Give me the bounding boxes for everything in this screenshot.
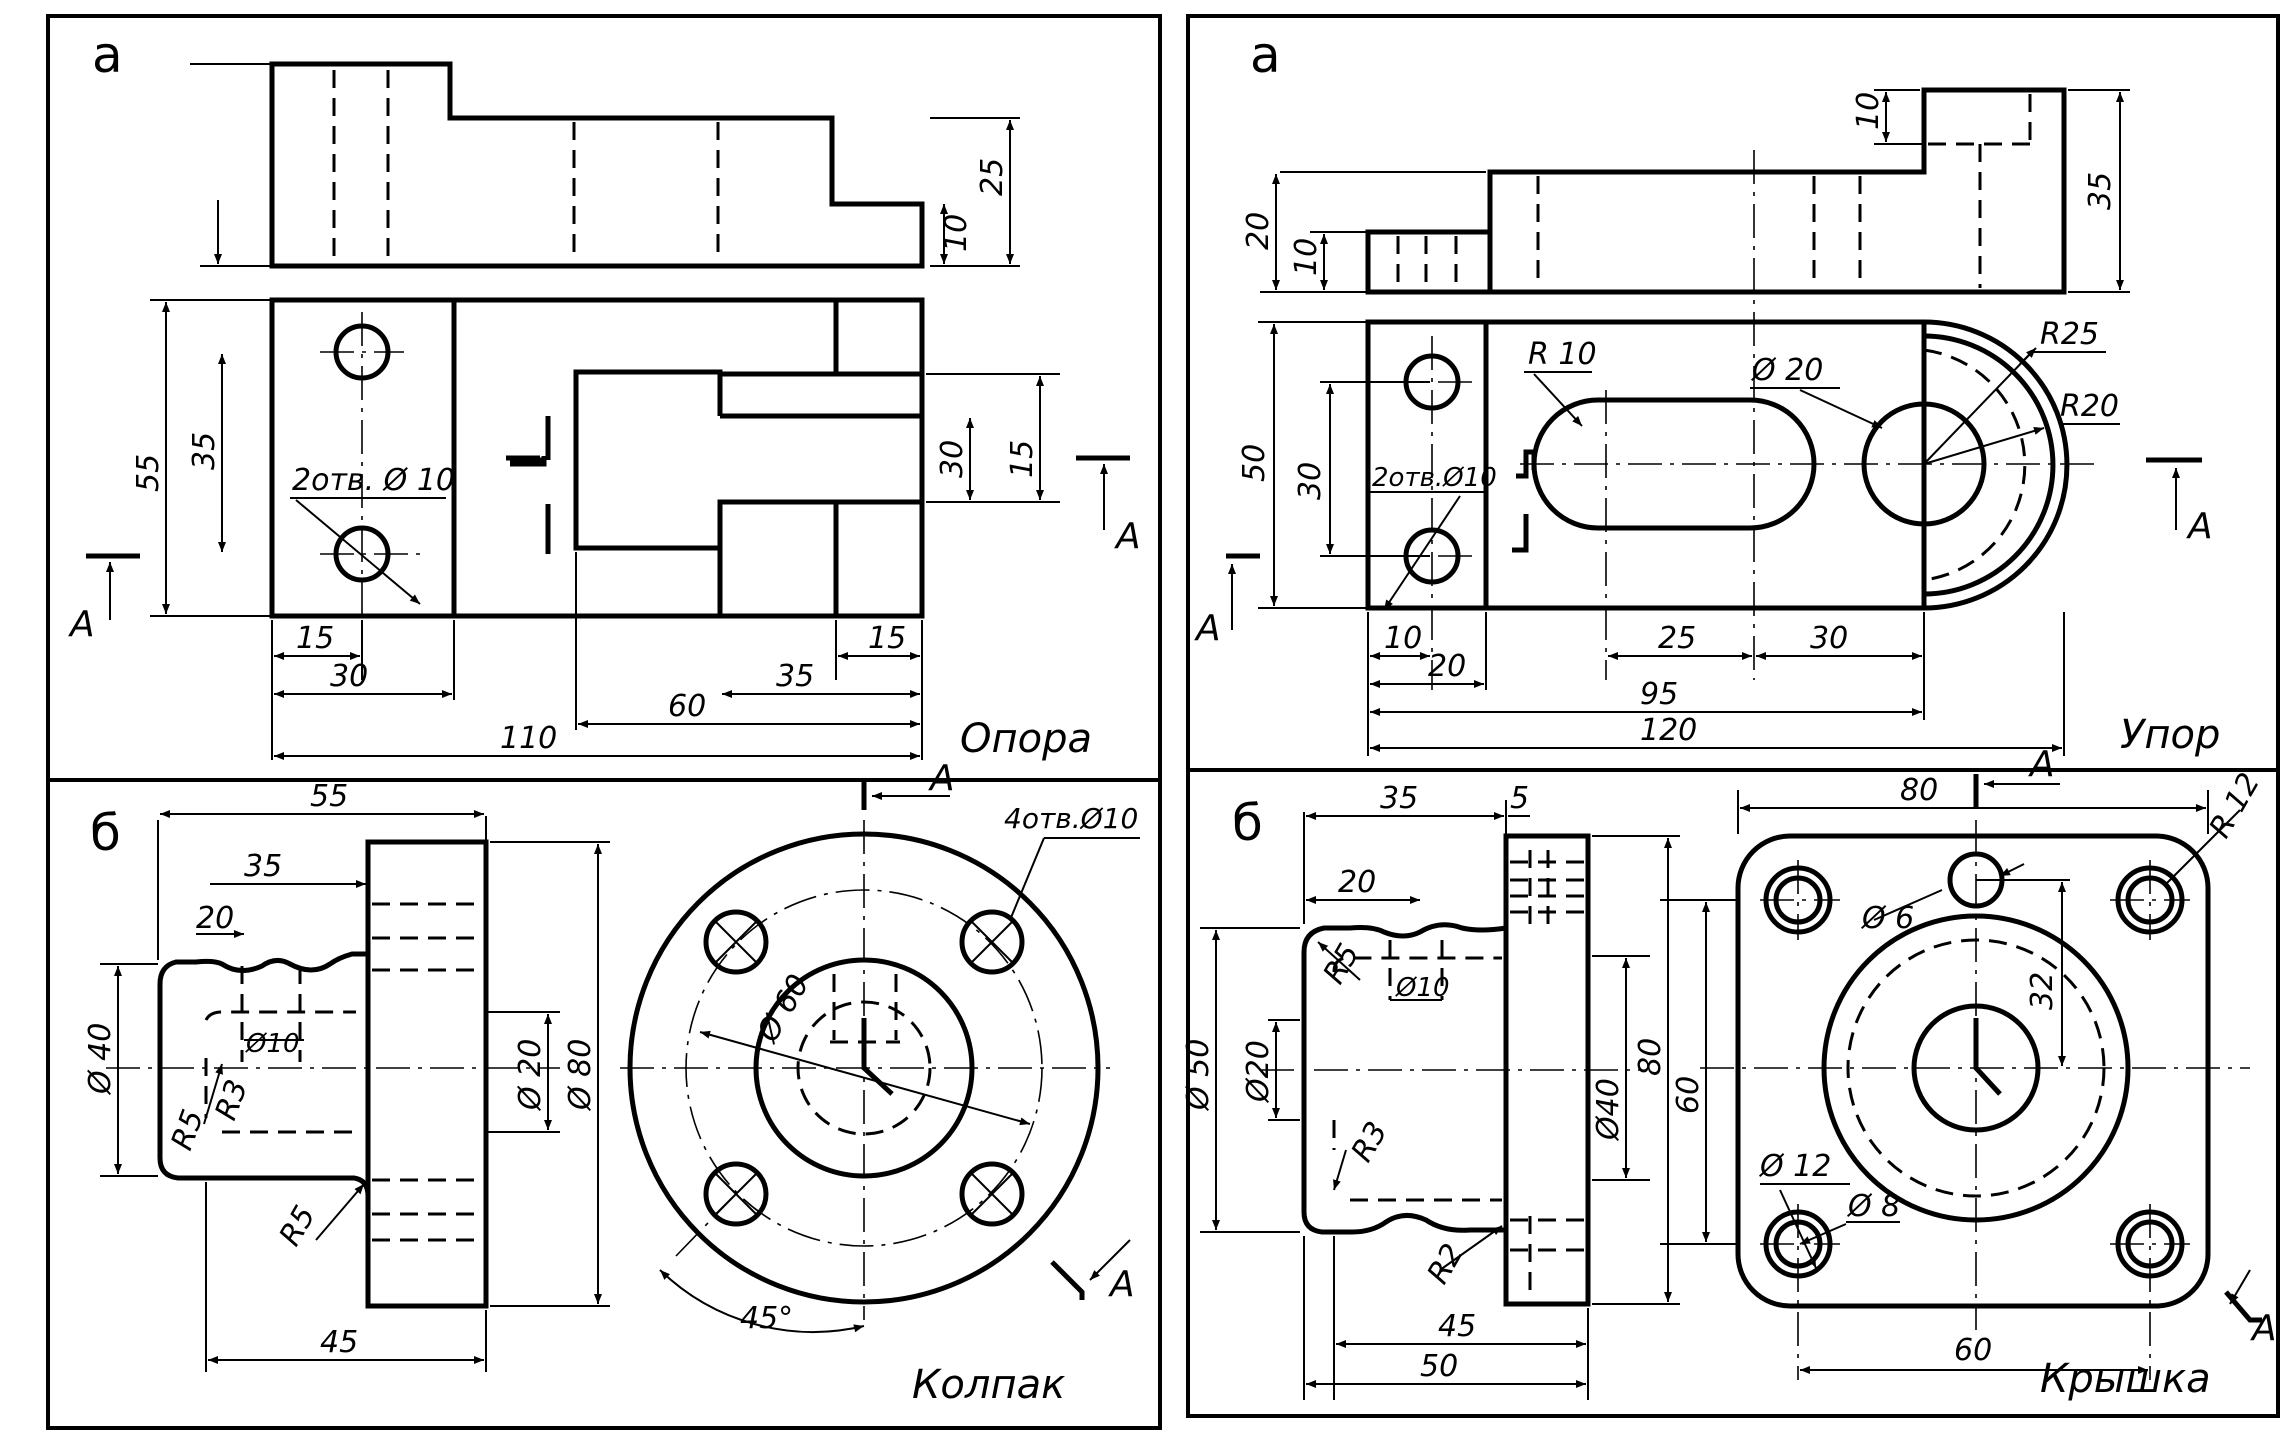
svg-text:50: 50 [1237, 444, 1272, 482]
svg-text:20: 20 [196, 901, 234, 936]
svg-text:30: 30 [935, 440, 970, 478]
svg-text:А: А [2028, 744, 2055, 785]
svg-text:95: 95 [1640, 677, 1678, 712]
svg-text:R5: R5 [165, 1105, 212, 1154]
svg-text:А: А [1108, 1264, 1135, 1305]
upor-top-view [1365, 319, 2100, 690]
svg-text:30: 30 [1810, 621, 1848, 656]
svg-text:20: 20 [1428, 649, 1466, 684]
panel-label-top-left: а [92, 26, 123, 84]
svg-text:А: А [68, 604, 95, 645]
opora-dimensions: 25 10 55 35 2отв. Ø 10 15 30 15 35 60 11… [131, 117, 1060, 760]
svg-text:10: 10 [939, 214, 974, 252]
panel-label-top-right: а [1250, 26, 1281, 84]
svg-text:55: 55 [310, 779, 348, 814]
part-title-kryshka: Крышка [2040, 1356, 2211, 1402]
svg-text:15: 15 [296, 621, 334, 656]
panel-label-bottom-right: б [1232, 794, 1263, 852]
svg-text:20: 20 [1241, 212, 1276, 250]
svg-text:80: 80 [1900, 773, 1938, 808]
svg-text:35: 35 [1380, 781, 1418, 816]
upor-section-markers: А А [1194, 457, 2213, 649]
svg-text:4отв.Ø10: 4отв.Ø10 [1004, 802, 1138, 835]
svg-text:2отв.Ø10: 2отв.Ø10 [1372, 463, 1497, 493]
svg-text:25: 25 [1658, 621, 1696, 656]
svg-text:R20: R20 [2060, 389, 2119, 424]
svg-text:Ø 6: Ø 6 [1860, 901, 1914, 936]
svg-text:Ø10: Ø10 [245, 1029, 300, 1059]
svg-text:R2: R2 [1421, 1238, 1471, 1290]
upor-front-view [1365, 87, 2067, 680]
kolpak-front-view [620, 820, 1110, 1320]
svg-text:10: 10 [1851, 92, 1886, 130]
svg-text:А: А [1194, 608, 1221, 649]
svg-text:А: А [928, 758, 955, 799]
svg-text:30: 30 [1293, 462, 1328, 500]
svg-text:35: 35 [776, 659, 814, 694]
svg-text:110: 110 [500, 721, 557, 756]
opora-top-view [269, 297, 925, 680]
svg-text:Ø 20: Ø 20 [513, 1039, 548, 1112]
svg-text:Ø 8: Ø 8 [1846, 1189, 1900, 1224]
svg-text:55: 55 [131, 454, 166, 492]
svg-text:60: 60 [1954, 1333, 1992, 1368]
svg-text:45°: 45° [740, 1301, 793, 1336]
svg-text:15: 15 [868, 621, 906, 656]
opora-front-view [190, 61, 925, 269]
svg-text:80: 80 [1633, 1038, 1668, 1076]
svg-text:R3: R3 [1345, 1116, 1395, 1168]
svg-text:R 12: R 12 [2203, 767, 2268, 844]
kryshka-dimensions: 35 5 20 R5 Ø10 Ø 50 Ø20 R3 R2 Ø40 80 45 … [1181, 767, 2267, 1400]
svg-text:35: 35 [2083, 172, 2118, 210]
svg-text:R5: R5 [273, 1200, 323, 1252]
svg-text:А: А [2186, 506, 2213, 547]
svg-text:60: 60 [668, 689, 706, 724]
svg-text:45: 45 [1438, 1309, 1476, 1344]
left-sheet-frame [46, 14, 1162, 1430]
svg-text:R 10: R 10 [1528, 337, 1597, 372]
kryshka-section-markers: А А [1973, 744, 2277, 1349]
svg-text:60: 60 [1671, 1076, 1706, 1114]
svg-text:Ø 20: Ø 20 [1750, 353, 1823, 388]
panel-label-bottom-left: б [90, 804, 121, 862]
svg-text:30: 30 [330, 659, 368, 694]
svg-text:2отв. Ø 10: 2отв. Ø 10 [292, 463, 455, 498]
svg-text:32: 32 [2025, 972, 2060, 1010]
opora-section-markers: А А [68, 455, 1141, 645]
svg-text:Ø40: Ø40 [1591, 1078, 1626, 1142]
svg-text:50: 50 [1420, 1349, 1458, 1384]
svg-text:5: 5 [1510, 781, 1529, 816]
svg-text:Ø 12: Ø 12 [1758, 1149, 1831, 1184]
svg-text:Ø 40: Ø 40 [83, 1023, 118, 1096]
svg-text:20: 20 [1338, 865, 1376, 900]
part-title-kolpak: Колпак [912, 1362, 1065, 1408]
upor-dimensions: 20 10 10 35 50 30 R 10 Ø 20 R25 R20 [1237, 89, 2130, 756]
svg-text:45: 45 [320, 1325, 358, 1360]
svg-text:25: 25 [975, 158, 1010, 196]
svg-text:R25: R25 [2040, 317, 2099, 352]
svg-text:А: А [1114, 516, 1141, 557]
svg-text:35: 35 [244, 849, 282, 884]
svg-text:15: 15 [1005, 440, 1040, 478]
right-sheet-frame [1186, 14, 2280, 1418]
kryshka-front-view [1700, 820, 2250, 1380]
svg-text:Ø10: Ø10 [1395, 973, 1450, 1003]
part-title-upor: Упор [2120, 712, 2220, 758]
svg-text:А: А [2250, 1308, 2277, 1349]
kolpak-side-view [106, 839, 560, 1309]
svg-text:35: 35 [187, 432, 222, 470]
kryshka-side-view [1260, 833, 1640, 1307]
svg-text:Ø 50: Ø 50 [1181, 1039, 1216, 1112]
kolpak-section-markers: А А [861, 758, 1135, 1305]
svg-text:Ø 80: Ø 80 [563, 1039, 598, 1112]
svg-text:120: 120 [1640, 713, 1697, 748]
svg-text:10: 10 [1384, 621, 1422, 656]
part-title-opora: Опора [960, 716, 1092, 762]
kolpak-dimensions: 55 35 20 Ø 40 R5 R3 Ø10 Ø 20 Ø 80 R5 45 … [83, 779, 1140, 1372]
svg-text:Ø20: Ø20 [1241, 1040, 1276, 1104]
svg-text:10: 10 [1289, 238, 1324, 276]
